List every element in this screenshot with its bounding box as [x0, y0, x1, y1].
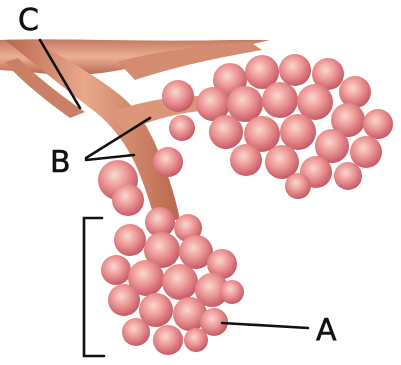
lower-alveolar-sac — [101, 207, 244, 355]
upper-alveolar-sac — [162, 54, 393, 199]
alveolar-sac-bracket — [84, 218, 104, 356]
label-a: A — [316, 313, 337, 348]
label-b: B — [50, 145, 71, 180]
leader-line-a — [222, 323, 308, 328]
label-c: C — [18, 3, 39, 38]
leader-line-b-lower — [86, 155, 134, 160]
